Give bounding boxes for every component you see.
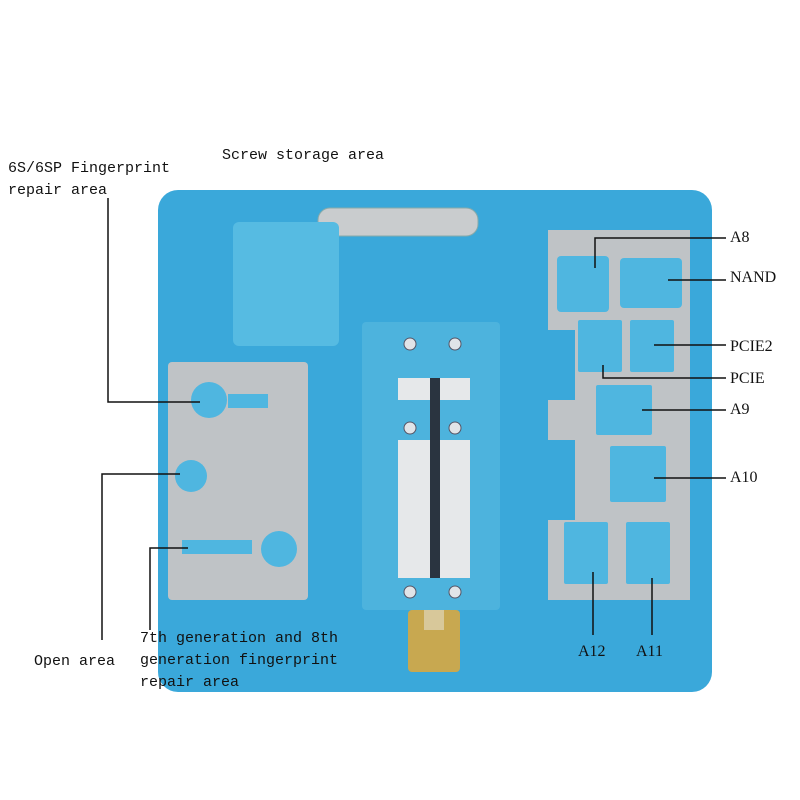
a12-pad <box>564 522 608 584</box>
open-area-pad <box>175 460 207 492</box>
a11-pad <box>626 522 670 584</box>
a8-pad <box>557 256 609 312</box>
label-a12: A12 <box>578 643 606 660</box>
label-a8: A8 <box>730 229 750 246</box>
label-screw-storage: Screw storage area <box>222 147 385 164</box>
label-7-8-fingerprint-line2: generation fingerprint <box>140 652 339 669</box>
label-6s-fingerprint-line1: 6S/6SP Fingerprint <box>8 160 171 177</box>
pcie-pad <box>578 320 622 372</box>
label-a9: A9 <box>730 401 750 418</box>
leader-lines <box>101 198 726 640</box>
a9-pad <box>596 385 652 435</box>
vise-knob <box>408 610 460 672</box>
nand-pad <box>620 258 682 308</box>
label-nand: NAND <box>730 269 777 286</box>
label-open-area: Open area <box>34 653 116 670</box>
label-a11: A11 <box>636 643 663 660</box>
top-slot <box>317 207 479 237</box>
label-a10: A10 <box>730 469 758 486</box>
a10-pad <box>610 446 666 502</box>
label-pcie: PCIE <box>730 370 765 387</box>
vise-screw-rod <box>430 378 440 578</box>
label-7-8-fingerprint-line3: repair area <box>140 674 240 691</box>
fingerprint-pad-6s <box>191 382 227 418</box>
screw-storage-pad <box>233 222 339 346</box>
fingerprint-pad-7-8 <box>182 540 252 554</box>
label-pcie2: PCIE2 <box>730 338 773 355</box>
label-7-8-fingerprint-line1: 7th generation and 8th <box>140 630 339 647</box>
label-6s-fingerprint-line2: repair area <box>8 182 108 199</box>
pcie2-pad <box>630 320 674 372</box>
